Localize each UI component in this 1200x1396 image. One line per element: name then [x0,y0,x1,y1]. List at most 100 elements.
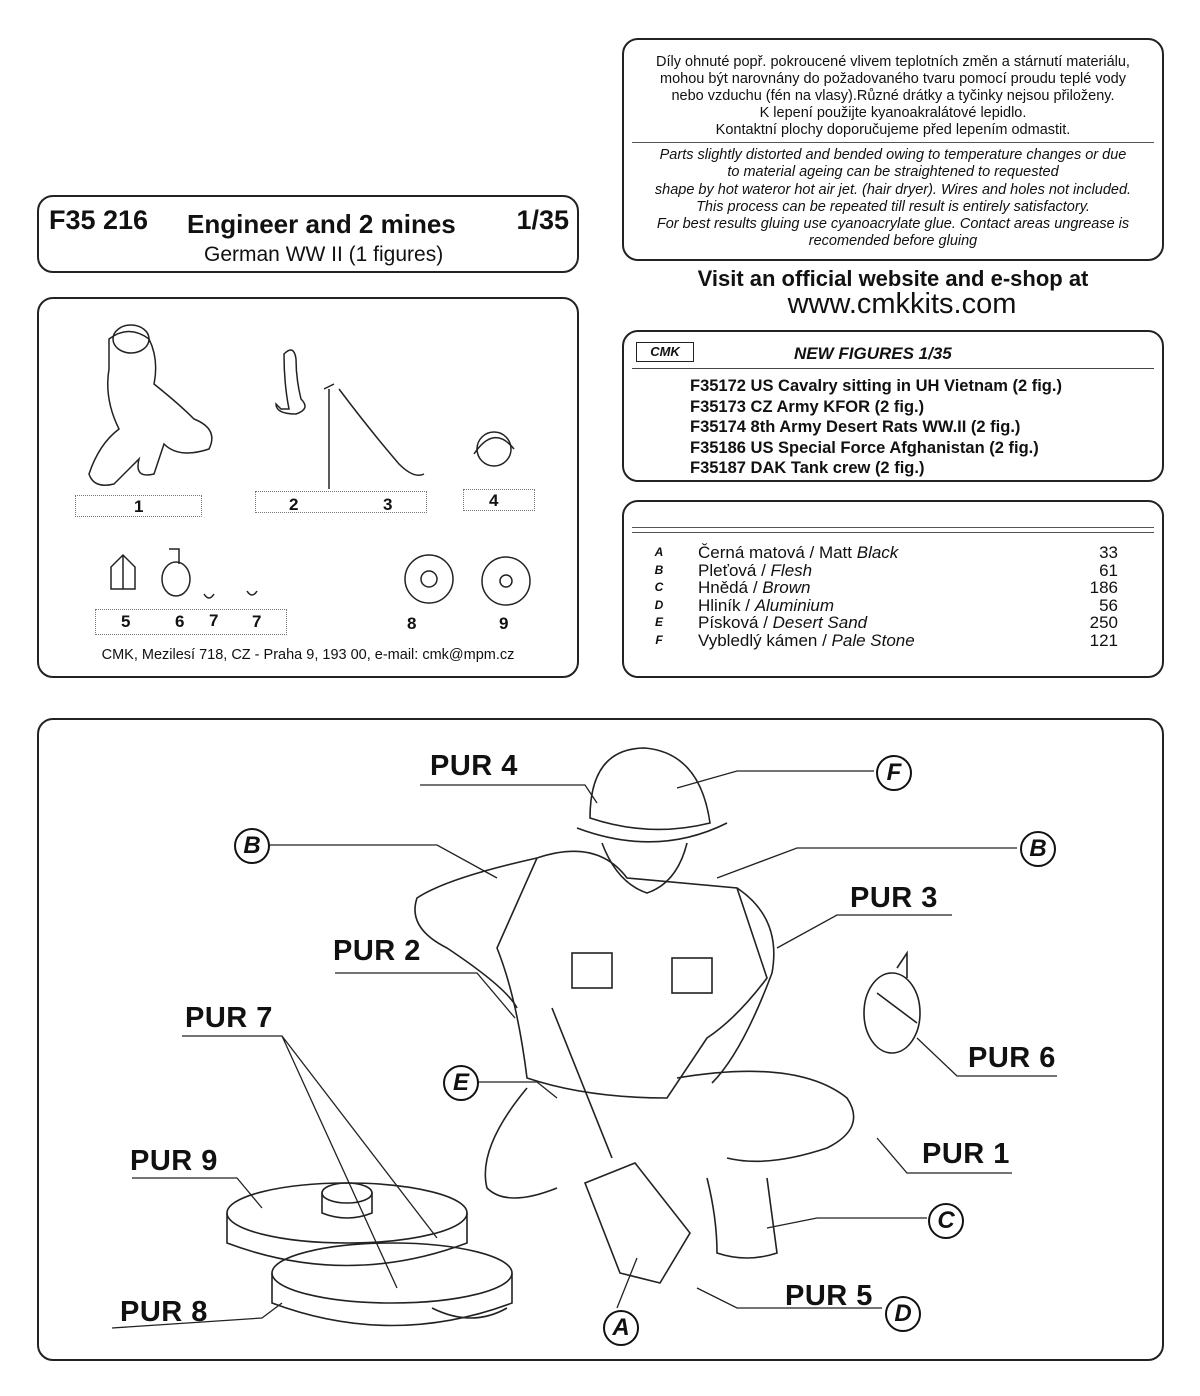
new-figures-box: CMK NEW FIGURES 1/35 F35172 US Cavalry s… [622,330,1164,482]
paint-name-cz: Vybledlý kámen / [698,630,832,650]
label-pur-4: PUR 4 [430,750,518,782]
label-pur-9: PUR 9 [130,1145,218,1177]
notice-cz-line: nebo vzduchu (fén na vlasy).Různé drátky… [671,88,1115,104]
part-9-mine [481,556,531,606]
part-3-arm [323,383,425,489]
paint-code: 250 [1089,613,1118,632]
cmk-logo: CMK [636,342,694,362]
paint-callout-d: D [885,1296,921,1332]
leader-lines [111,770,1057,1329]
paint-name-en: Desert Sand [772,613,868,632]
company-address: CMK, Mezilesí 718, CZ - Praha 9, 193 00,… [101,647,515,663]
divider [632,142,1154,143]
helmet [576,747,728,843]
part-6-grenade [161,548,191,597]
paint-code: 56 [1099,595,1118,615]
paint-callout-f: F [876,755,912,791]
parts-box: 1 2 3 4 5 6 7 7 8 9 CMK, Mezilesí 718, C… [37,297,579,678]
part-5-shovel [110,553,136,590]
divider [632,368,1154,369]
figure-item: F35173 CZ Army KFOR (2 fig.) [690,397,925,416]
paint-row: B Pleťová / Flesh 61 [648,560,1118,580]
label-pur-8: PUR 8 [120,1296,208,1328]
figure-item: F35187 DAK Tank crew (2 fig.) [690,459,925,477]
part-number: 6 [175,612,185,631]
title-box: F35 216 Engineer and 2 mines 1/35 German… [37,195,579,273]
paint-callout-a: A [603,1310,639,1346]
notice-en-line: For best results gluing use cyanoacrylat… [656,216,1130,233]
notice-cz-line: K lepení použijte kyanoakralátové lepidl… [759,105,1027,121]
part-number: 7 [209,611,219,630]
paint-callout-b: B [1020,831,1056,867]
part-2-3-frame [255,491,427,513]
part-number: 7 [252,612,262,631]
paint-name-en: Brown [762,578,811,597]
mine-pur9 [226,1182,468,1267]
grenade [863,950,921,1054]
label-pur-7: PUR 7 [185,1002,273,1034]
notice-cz-line: Díly ohnuté popř. pokroucené vlivem tepl… [656,54,1130,70]
part-number: 8 [407,614,417,633]
part-number: 3 [383,495,393,514]
part-1-figure-body [88,324,213,486]
label-pur-1: PUR 1 [922,1138,1010,1170]
divider [632,527,1154,528]
part-number: 2 [289,495,299,514]
paint-letter: D [654,597,664,612]
paint-code: 61 [1099,560,1118,580]
torso [496,850,768,1099]
parts-drawings [88,324,531,606]
paint-name-cz: Písková / [698,613,773,632]
product-scale: 1/35 [516,205,569,235]
notice-english: Parts slightly distorted and bended owin… [624,147,1162,251]
part-4-frame [463,489,535,511]
paint-row: A Černá matová / Matt Black 33 [648,544,1118,562]
notice-en-line: recomended before gluing [808,233,978,250]
part-1-frame [75,495,202,517]
right-arm [711,887,775,1084]
new-figures-list: F35172 US Cavalry sitting in UH Vietnam … [690,376,1062,479]
part-number: 1 [134,497,144,516]
part-8-mine [404,554,454,604]
part-number: 4 [489,491,499,510]
legs [484,1070,855,1259]
notice-cz-line: Kontaktní plochy doporučujeme před lepen… [715,122,1071,138]
paint-code: 186 [1089,578,1118,597]
paint-callout-c: C [928,1203,964,1239]
label-pur-3: PUR 3 [850,882,938,914]
figure-item: F35172 US Cavalry sitting in UH Vietnam … [690,377,1062,395]
label-pur-6: PUR 6 [968,1042,1056,1074]
notice-box: Díly ohnuté popř. pokroucené vlivem tepl… [622,38,1164,261]
part-number: 5 [121,612,131,631]
paint-letter: A [654,545,664,559]
left-arm [414,857,538,1009]
figure-item: F35174 8th Army Desert Rats WW.II (2 fig… [690,418,1021,436]
part-number: 9 [499,614,509,633]
paint-code: 121 [1089,630,1118,650]
figure-item: F35186 US Special Force Afghanistan (2 f… [690,438,1039,457]
paint-letter: B [654,562,664,577]
paint-name-en: Black [856,543,899,562]
label-pur-5: PUR 5 [785,1280,873,1312]
paint-code: 33 [1099,543,1118,562]
paint-name-en: Flesh [770,560,813,580]
mine-pur8 [271,1242,513,1327]
paint-callout-b: B [234,828,270,864]
part-4-head [473,431,515,467]
part-5-7-frame [95,609,287,635]
paint-name-cz: Černá matová / Matt [698,543,857,562]
new-figures-header: NEW FIGURES 1/35 [794,344,952,363]
product-code: F35 216 [49,205,149,235]
paint-letter: F [655,632,663,647]
paint-name-cz: Pleťová / [698,560,771,580]
website-url[interactable]: www.cmkkits.com [787,288,1017,320]
label-pur-2: PUR 2 [333,935,421,967]
website-label: Visit an official website and e-shop at [697,266,1089,291]
product-subtitle: German WW II (1 figures) [204,243,444,266]
paint-letter: C [654,580,664,594]
assembly-diagram: PUR 4 PUR 3 PUR 2 PUR 7 PUR 6 PUR 1 PUR … [37,718,1164,1361]
shovel [551,1007,691,1284]
